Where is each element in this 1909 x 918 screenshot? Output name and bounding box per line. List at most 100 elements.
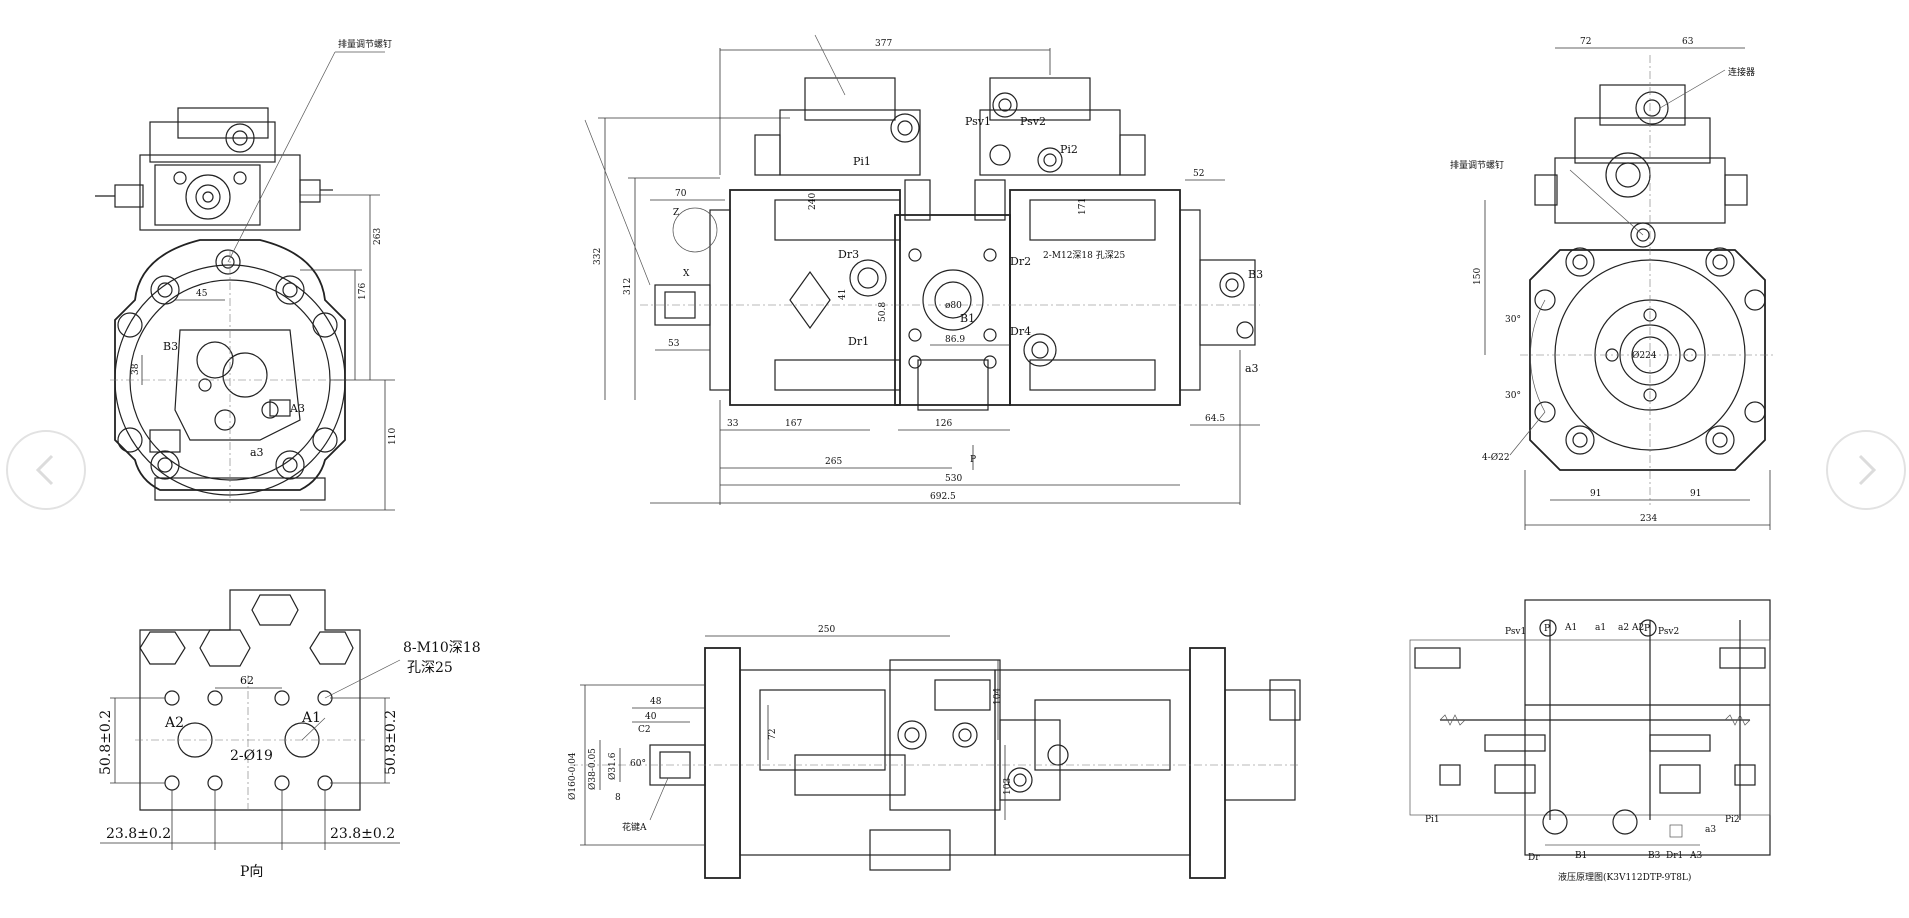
pview-holes: 2-Ø19	[230, 748, 273, 764]
front-dim-263: 263	[373, 228, 383, 245]
schem-top-a1: A1	[1564, 623, 1577, 633]
bottom-shaft-dia-31: Ø31.6	[607, 752, 618, 780]
schem-top-a2: A2	[1631, 623, 1644, 633]
side-mark-p: P	[970, 455, 976, 465]
schem-caption: 液压原理图(K3V112DTP-9T8L)	[1558, 871, 1691, 883]
front-port-a3-small: a3	[250, 446, 264, 459]
schem-bottom-a3: A3	[1689, 851, 1702, 861]
pview-dim-50-8-right: 50.8±0.2	[383, 710, 399, 775]
schem-bottom-dr1: Dr1	[1666, 851, 1683, 861]
p-view	[100, 589, 401, 850]
rear-dim-234: 234	[1640, 514, 1657, 524]
schem-top-psv1: Psv1	[1505, 627, 1526, 637]
bottom-callout: 花键A	[622, 821, 647, 833]
pview-dim-23-8-left: 23.8±0.2	[106, 826, 171, 842]
side-dim-52: 52	[1193, 169, 1204, 179]
side-dim-377: 377	[875, 39, 892, 49]
schem-bottom-b1: B1	[1575, 851, 1587, 861]
rear-dim-91-left: 91	[1590, 489, 1601, 499]
side-mark-x: X	[683, 269, 690, 279]
front-dim-38: 38	[131, 363, 141, 375]
bottom-shaft-dia-38: Ø38-0.05	[587, 748, 598, 790]
bottom-dim-104: 104	[993, 688, 1003, 705]
side-dim-50-8: 50.8	[878, 302, 888, 322]
front-port-a3: A3	[289, 402, 305, 415]
pview-dim-62: 62	[240, 674, 254, 687]
side-dim-167: 167	[785, 419, 802, 429]
schem-top-a2-small: a2	[1618, 623, 1629, 633]
pview-callout: 8-M10深18	[403, 640, 481, 656]
schem-bottom-a3-small: a3	[1705, 825, 1716, 835]
front-dim-110: 110	[388, 428, 398, 445]
pview-dim-50-8-left: 50.8±0.2	[98, 710, 114, 775]
side-mark-z: Z	[673, 208, 679, 218]
schem-top-a1-small: a1	[1595, 623, 1606, 633]
side-dim-265: 265	[825, 457, 842, 467]
side-dim-312: 312	[623, 278, 633, 295]
schem-top-p-1: P	[1544, 624, 1550, 634]
side-view	[584, 34, 1260, 505]
side-dim-692-5: 692.5	[930, 492, 956, 502]
front-view	[95, 51, 395, 511]
side-port-dr2: Dr2	[1010, 255, 1031, 268]
side-callout: 2-M12深18 孔深25	[1043, 250, 1125, 261]
side-dim-41: 41	[838, 289, 848, 300]
pview-dim-23-8-right: 23.8±0.2	[330, 826, 395, 842]
pview-label: P向	[240, 864, 263, 880]
side-dim-70: 70	[675, 189, 687, 199]
hydraulic-schematic	[1409, 599, 1771, 856]
side-port-b3: B3	[1248, 268, 1263, 281]
front-dim-176: 176	[358, 283, 368, 300]
rear-dim-30-top: 30°	[1505, 315, 1521, 325]
side-dim-phi80: ø80	[945, 301, 962, 311]
schem-bottom-b3: B3	[1648, 851, 1661, 861]
side-dim-86-9: 86.9	[945, 335, 965, 345]
next-image-button[interactable]	[1826, 430, 1906, 510]
side-port-psv1: Psv1	[965, 115, 991, 128]
rear-dim-72: 72	[1580, 37, 1591, 47]
bottom-dim-8: 8	[615, 793, 621, 803]
rear-dim-63: 63	[1682, 37, 1694, 47]
pview-callout-depth: 孔深25	[407, 660, 453, 676]
side-port-dr1: Dr1	[848, 335, 869, 348]
schem-bottom-dr: Dr	[1528, 853, 1540, 863]
schem-bottom-pi2: Pi2	[1725, 815, 1740, 825]
side-port-psv2: Psv2	[1020, 115, 1046, 128]
schem-top-p-2: P	[1644, 624, 1650, 634]
bottom-dim-40: 40	[645, 712, 657, 722]
bottom-dim-72: 72	[768, 729, 778, 740]
side-dim-126: 126	[935, 419, 952, 429]
side-port-b1: B1	[960, 312, 975, 325]
side-port-dr4: Dr4	[1010, 325, 1031, 338]
side-dim-171: 171	[1078, 198, 1088, 215]
side-dim-53: 53	[668, 339, 680, 349]
prev-image-button[interactable]	[6, 430, 86, 510]
rear-dim-30-bottom: 30°	[1505, 391, 1521, 401]
rear-callout-screw: 排量调节螺钉	[1450, 159, 1504, 171]
side-dim-332: 332	[593, 248, 603, 265]
bottom-dim-60deg: 60°	[630, 759, 646, 769]
side-dim-33: 33	[727, 419, 739, 429]
bottom-view	[570, 635, 1301, 879]
bottom-mark-c2: C2	[638, 725, 651, 735]
front-port-b3: B3	[163, 340, 178, 353]
rear-dim-150: 150	[1473, 268, 1483, 285]
bottom-dim-48: 48	[650, 697, 662, 707]
rear-holes: 4-Ø22	[1482, 452, 1510, 463]
chevron-right-icon	[1858, 454, 1877, 486]
front-callout: 排量调节螺钉	[338, 38, 392, 50]
bottom-dim-103: 103	[1003, 778, 1013, 795]
side-port-pi1: Pi1	[853, 155, 871, 168]
side-port-dr3: Dr3	[838, 248, 859, 261]
chevron-left-icon	[35, 454, 54, 486]
rear-dim-91-right: 91	[1690, 489, 1701, 499]
side-dim-240: 240	[808, 193, 818, 210]
side-port-pi2: Pi2	[1060, 143, 1078, 156]
pview-port-a2: A2	[164, 715, 184, 731]
side-dim-64-5: 64.5	[1205, 414, 1225, 424]
schem-bottom-pi1: Pi1	[1425, 815, 1440, 825]
bottom-shaft-dia-160: Ø160-0.04	[567, 752, 578, 800]
rear-view	[1484, 47, 1775, 530]
